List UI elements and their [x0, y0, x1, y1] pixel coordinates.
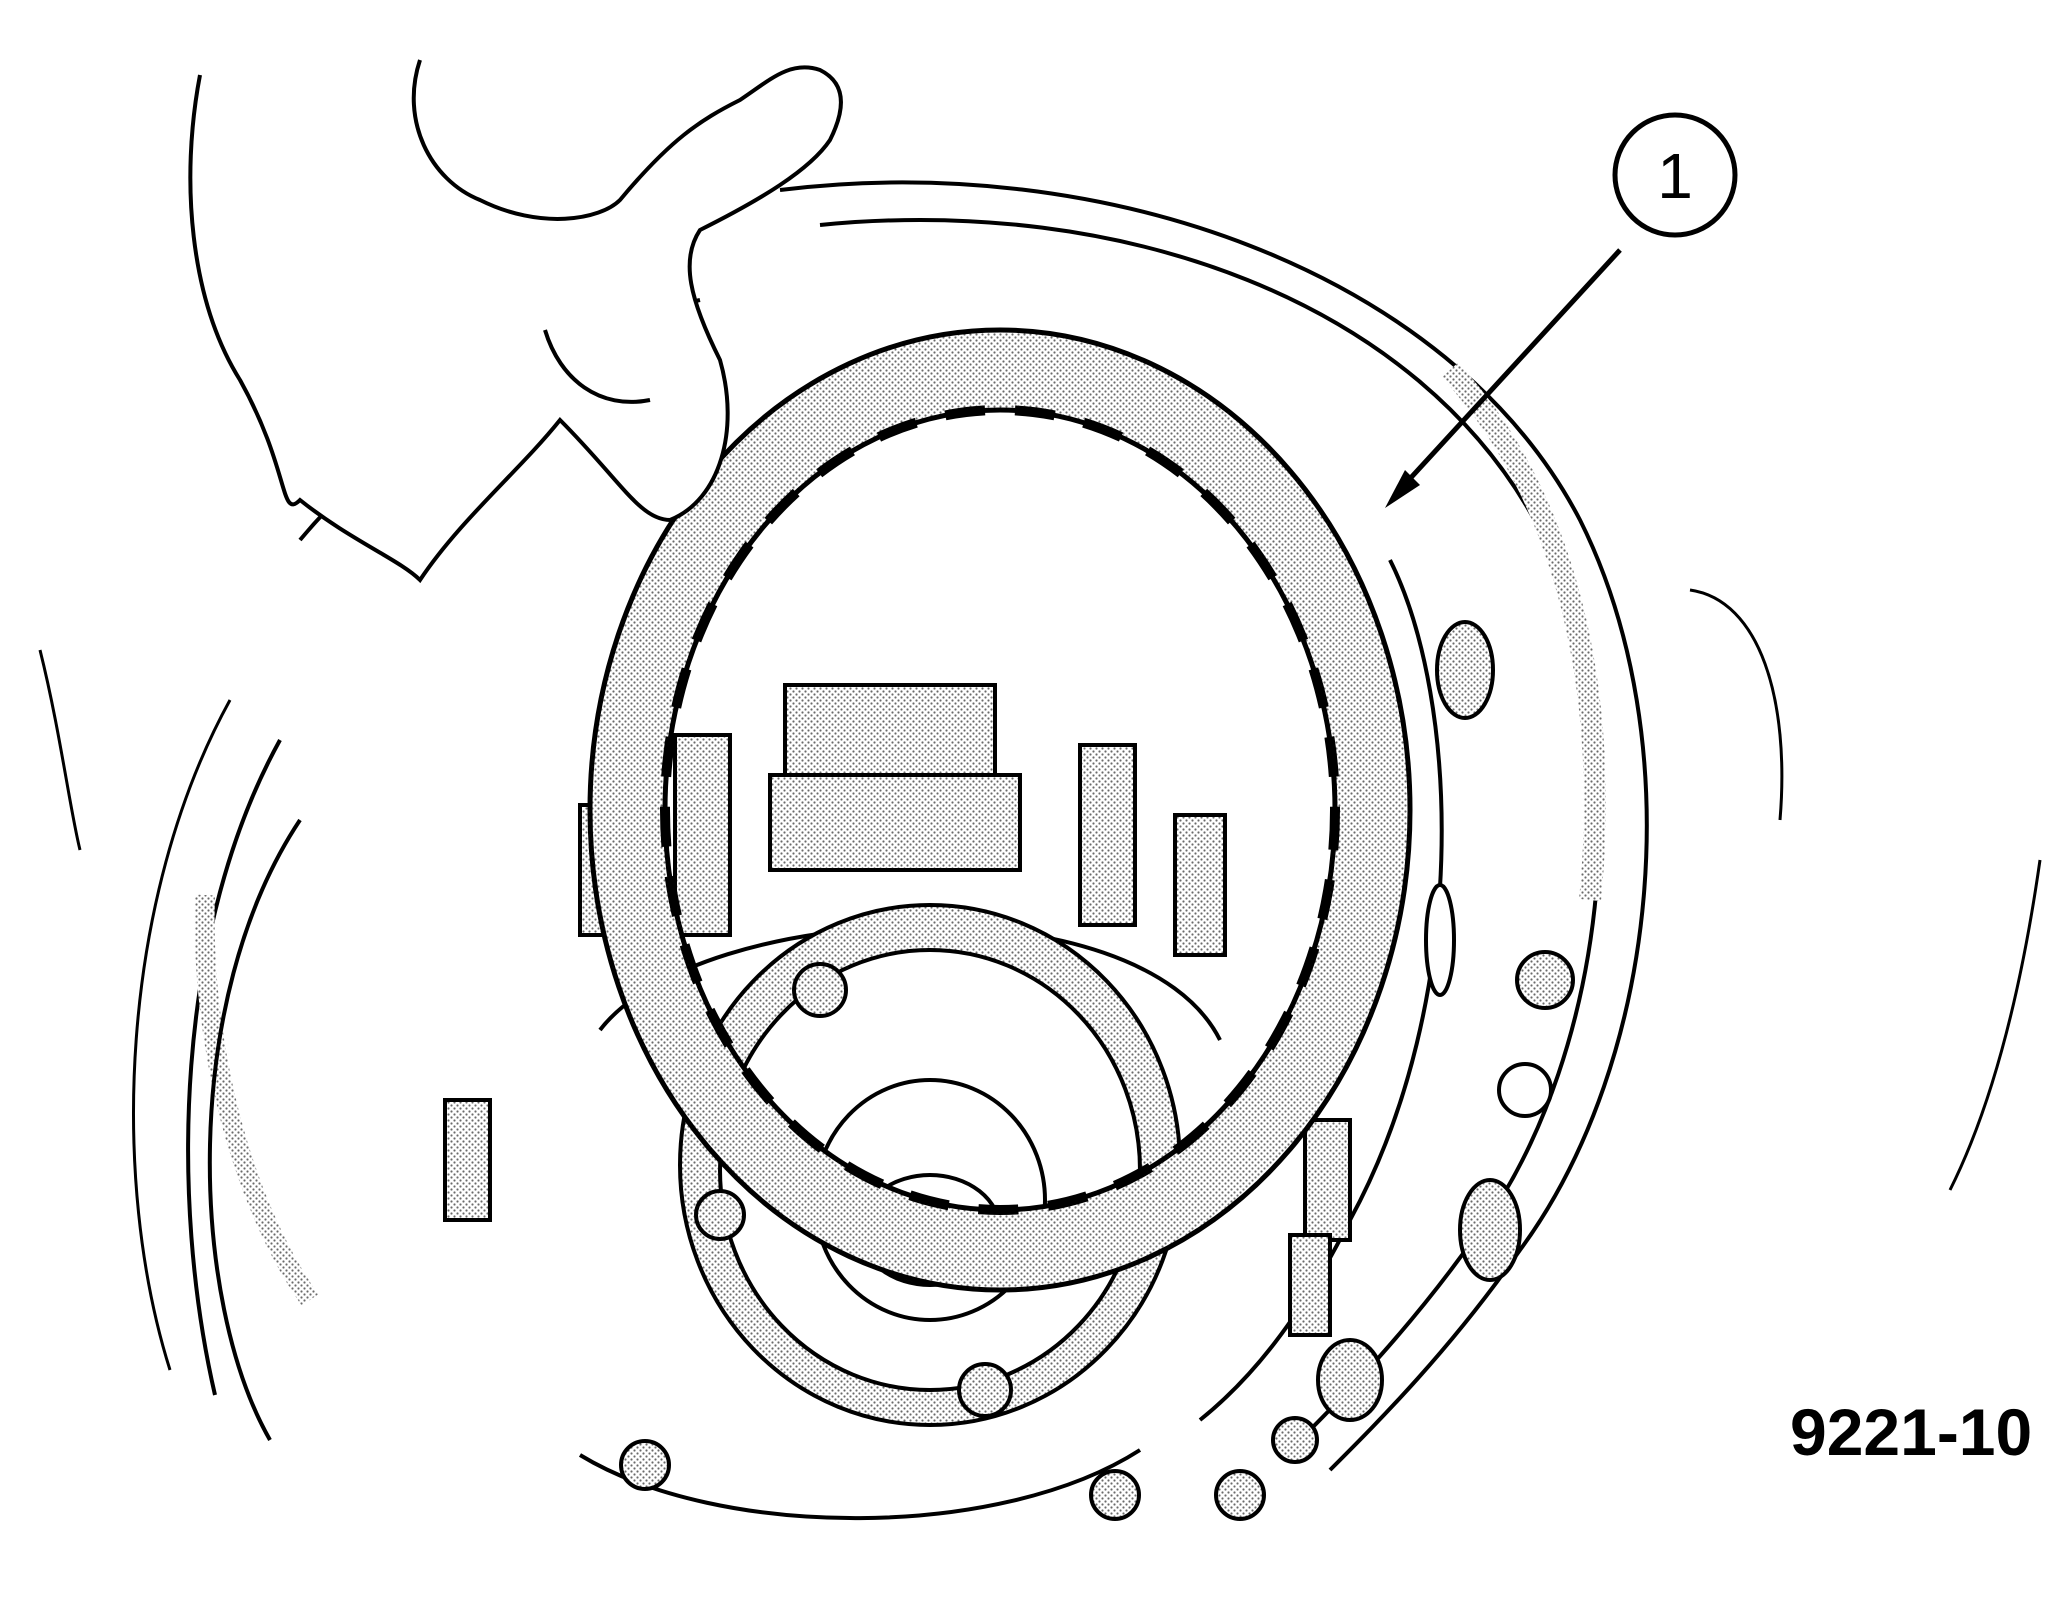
drum-holes: [619, 620, 1575, 1521]
figure-id: 9221-10: [1790, 1395, 2032, 1469]
callout-1-leader: [1385, 248, 1622, 508]
callout-1: 1: [1612, 112, 1738, 238]
clutch-hub: [598, 903, 1222, 1427]
clutch-tabs: [443, 683, 1352, 1337]
clutch-disc: [587, 327, 1413, 1293]
technician-hand: [188, 59, 843, 584]
transmission-housing: [38, 180, 2042, 1472]
callout-1-number: 1: [1657, 140, 1693, 212]
